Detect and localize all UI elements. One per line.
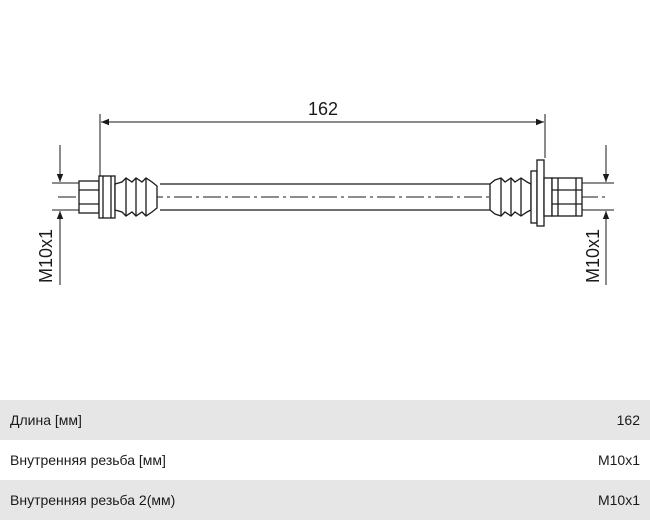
spec-table: Длина [мм] 162 Внутренняя резьба [мм] M1…	[0, 400, 650, 520]
spec-row-length: Длина [мм] 162	[0, 400, 650, 440]
spec-value: M10x1	[597, 492, 640, 508]
right-thread-label: M10x1	[583, 229, 603, 283]
left-thread-label: M10x1	[36, 229, 56, 283]
spec-label: Внутренняя резьба 2(мм)	[10, 492, 176, 508]
spec-row-thread-2: Внутренняя резьба 2(мм) M10x1	[0, 480, 650, 520]
right-thread-dimension	[582, 145, 614, 285]
left-thread-dimension	[52, 145, 79, 285]
spec-value: M10x1	[597, 452, 640, 468]
hose-body	[160, 183, 490, 211]
spec-label: Длина [мм]	[10, 412, 82, 428]
left-fitting	[78, 175, 158, 219]
spec-row-thread: Внутренняя резьба [мм] M10x1	[0, 440, 650, 480]
spec-value: 162	[616, 412, 640, 428]
right-fitting	[489, 159, 583, 227]
length-dimension	[99, 114, 546, 176]
length-label: 162	[308, 99, 338, 119]
spec-label: Внутренняя резьба [мм]	[10, 452, 166, 468]
brake-hose-drawing: 162 M10x1 M10x1	[36, 99, 614, 285]
